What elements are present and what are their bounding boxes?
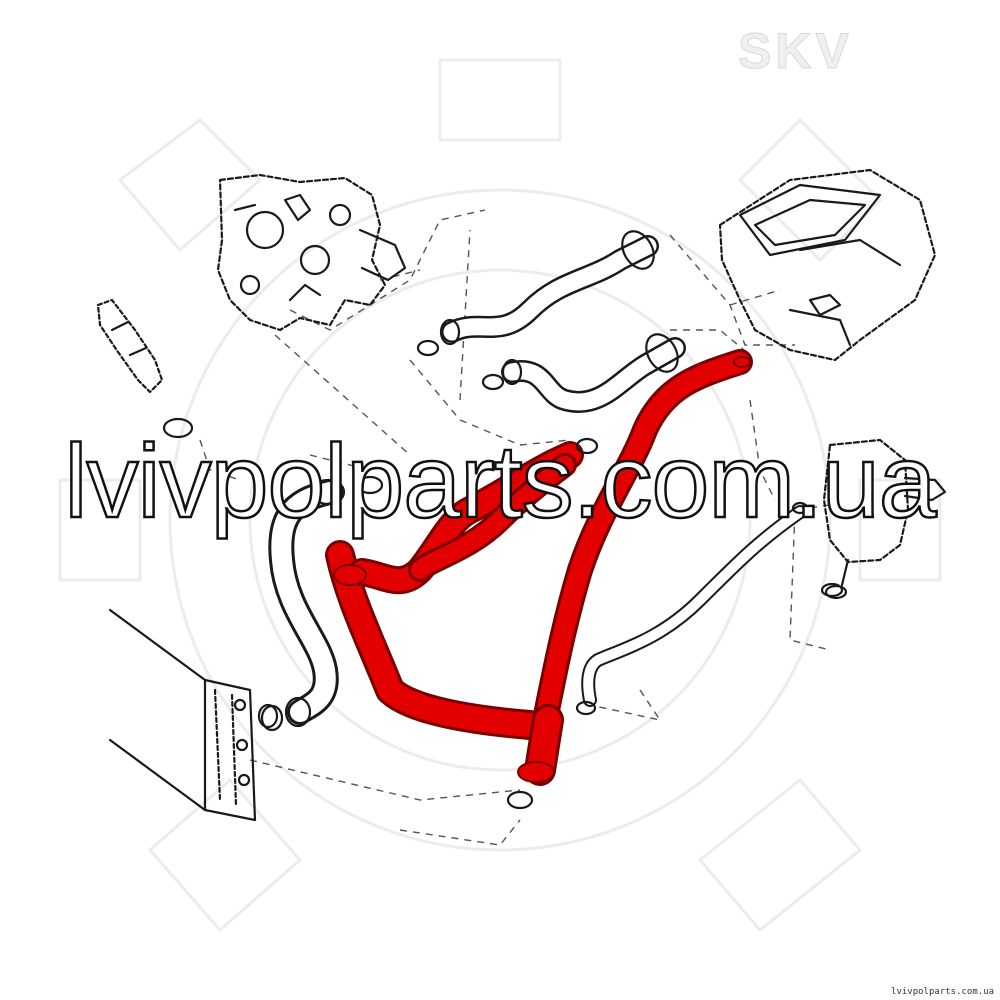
footer-url-text: lvivpolparts.com.ua <box>891 987 994 997</box>
skv-brand-watermark: SKV <box>738 23 853 80</box>
engine-block <box>216 173 407 332</box>
tank-hose <box>575 501 809 716</box>
radiator-hose <box>162 417 384 732</box>
heater-box <box>718 168 937 362</box>
y-coolant-hose <box>325 349 753 786</box>
lower-heater-hose <box>481 333 686 413</box>
expansion-tank <box>822 438 947 600</box>
thermostat-housing <box>96 298 164 394</box>
hose-clamps <box>257 437 844 810</box>
upper-heater-hose <box>416 230 659 357</box>
gear-watermark <box>58 58 942 933</box>
radiator <box>108 608 257 822</box>
